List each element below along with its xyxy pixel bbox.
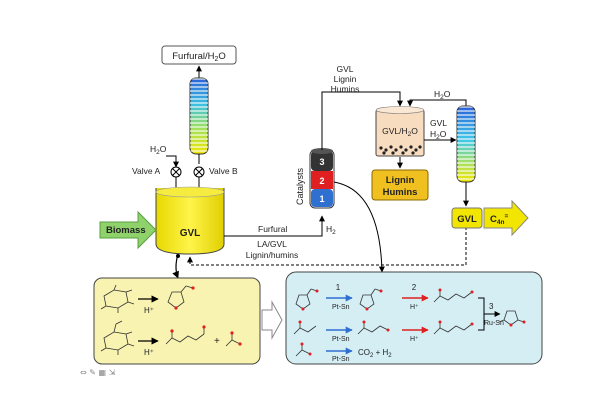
lignin-humins-box [371,169,429,201]
reactor-liquid-label: GVL [180,228,201,239]
column-to-separator-arrow [321,91,403,150]
edit-icon[interactable]: ✎ [89,368,96,377]
catalyst-bed-3 [311,151,333,171]
acid-label-2: H⁺ [144,348,154,357]
lignin-label: Lignin [386,175,415,186]
hydrogen-label: H2 [326,224,336,236]
gvl-structure-icon [498,310,526,327]
step-1-label: 1 [336,283,341,292]
glucose-structure-icon [100,320,135,355]
gvl-product-label: GVL [457,214,477,225]
row2-catalyst: Pt-Sn [332,336,350,343]
side-label-gvl: GVL [430,118,447,128]
furfural-flow-arrow [224,215,325,237]
valve-b-label: Valve B [209,166,238,176]
step-2-acid-top: H⁺ [410,304,419,311]
catalyst-bed-2 [311,171,333,189]
panel-transition-arrow [261,300,283,340]
biomass-feed-arrow [99,210,157,250]
image-toolbar: ⇔ ✎ ▦ ⇲ [80,368,115,377]
step-3-label: 3 [489,302,494,311]
step-3-catalyst: Ru-Sn [484,320,504,327]
reactor-tank [155,186,225,255]
xylose-structure-icon [100,284,135,313]
biomass-label: Biomass [106,225,146,236]
acid-label-1: H⁺ [144,306,154,315]
grid-icon[interactable]: ▦ [98,368,107,377]
separator-feed-humins: Humins [331,84,360,94]
bed-1-number: 1 [319,194,324,204]
expand-icon[interactable]: ⇲ [108,368,116,377]
output-label-main: Furfural/H [172,51,214,62]
distillation-column-left [189,77,209,155]
solid-particles-icon [379,145,422,155]
svg-text:Furfural/H2O: Furfural/H2O [172,51,226,63]
output-label-suffix: O [218,51,225,62]
c4n-product-arrow [483,199,529,237]
valve-a-icon [170,166,182,178]
side-label-water: H2O [430,129,447,141]
formic-acid-structure-icon [225,331,242,347]
recycle-dashed-arrow [187,222,467,266]
reactor-water-label: H2O [150,144,167,156]
recycle-label-2: Lignin/humins [246,250,298,260]
furfuryl-alcohol-icon [359,288,383,311]
row3-catalyst: Pt-Sn [332,356,350,363]
c4n-product-label: C4n= [490,213,508,226]
distillation-column-right [456,105,476,183]
output-label-sub: 2 [214,56,218,63]
levulinic-acid-row1-icon [433,288,474,303]
hydrolysis-panel [93,277,261,365]
row3-formic-acid-icon [295,342,312,357]
levulinic-acid-row2-icon [433,320,474,335]
separator-vessel-label: GVL/H2O [382,126,418,138]
bed-3-number: 3 [319,157,324,167]
levulinic-acid-structure-icon [165,325,206,345]
step-2-label: 2 [412,283,417,292]
separator-feed-gvl: GVL [336,64,353,74]
water-return-label: H2O [434,89,451,101]
gvl-product-box [451,207,483,229]
move-icon[interactable]: ⇔ [80,368,87,377]
co2-h2-products: CO2 + H2 [358,348,392,359]
valve-b-icon [193,166,205,178]
bed-2-number: 2 [319,176,324,186]
row2-product-icon [357,320,390,335]
water-feed-arrow [166,155,179,168]
furfural-water-output-box: Furfural/H2O [161,45,237,65]
furfural-structure-icon [167,285,195,310]
water-return-arrow [407,99,467,107]
catalyst-to-upgrading-arrow [333,181,385,273]
catalysts-label: Catalysts [295,167,305,205]
valve-a-label: Valve A [132,166,161,176]
recycle-label-1: LA/GVL [257,239,287,249]
row2-substrate-icon [293,320,317,335]
separator-feed-lignin: Lignin [334,74,357,84]
furfural-label: Furfural [258,224,287,234]
step-1-catalyst: Pt-Sn [332,304,350,311]
catalyst-bed-1 [311,189,333,207]
row1-furfural-icon [295,288,319,311]
humins-label: Humins [383,187,418,198]
plus-sign: + [214,336,220,347]
step-2-acid-bottom: H⁺ [410,336,419,343]
separator-vessel [375,106,425,157]
catalyst-column [309,148,335,209]
